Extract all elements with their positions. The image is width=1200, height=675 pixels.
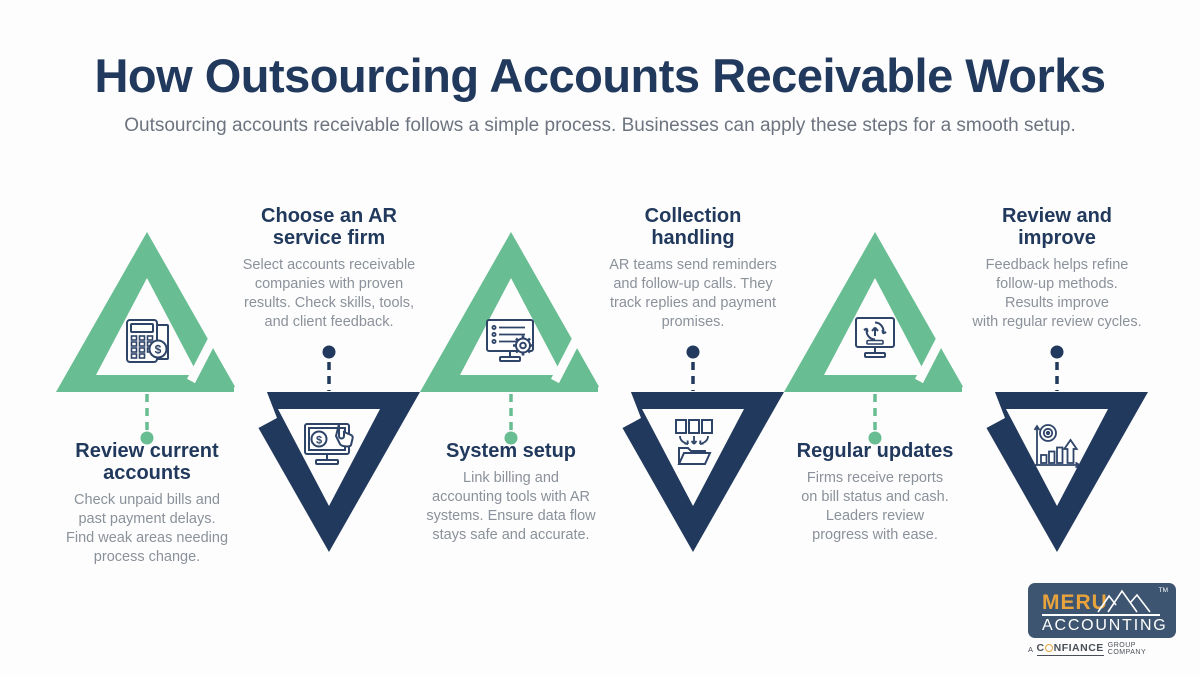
tagline-confiance: C NFIANCE: [1036, 642, 1104, 656]
logo-tagline: A C NFIANCE GROUP COMPANY: [1028, 642, 1176, 656]
step3-description: Link billing and accounting tools with A…: [426, 470, 596, 543]
tagline-rest: NFIANCE: [1053, 642, 1104, 654]
meru-accounting-logo: MERU TM ACCOUNTING: [1028, 583, 1176, 638]
step1-text: Review current accounts Check unpaid bil…: [40, 440, 254, 567]
logo-brand-line2: ACCOUNTING: [1042, 617, 1168, 634]
logo-brand-name: MERU: [1042, 591, 1108, 614]
tagline-prefix: A: [1028, 644, 1034, 654]
step2-description: Select accounts receivable companies wit…: [242, 257, 416, 330]
step1-triangle-up: [56, 232, 238, 392]
svg-text:$: $: [316, 435, 322, 447]
step4-connector: [686, 345, 700, 391]
monitor-checklist-gear-icon: [486, 319, 534, 362]
step2-text: Choose an AR service firm Select account…: [222, 205, 436, 332]
step1-title: Review current accounts: [75, 440, 219, 484]
page-subtitle: Outsourcing accounts receivable follows …: [124, 115, 1076, 136]
step3-title: System setup: [445, 440, 577, 462]
step6-description: Feedback helps refine follow-up methods.…: [972, 257, 1142, 330]
growth-chart-arrow-icon: [1033, 424, 1081, 469]
tagline-suffix: GROUP COMPANY: [1107, 642, 1147, 656]
step4-triangle-down: [598, 387, 784, 552]
step4-description: AR teams send reminders and follow-up ca…: [609, 257, 777, 330]
step5-title: Regular updates: [796, 440, 954, 462]
step6-text: Review and improve Feedback helps refine…: [950, 205, 1164, 332]
step3-text: System setup Link billing and accounting…: [404, 440, 618, 545]
step5-triangle-up: [784, 232, 966, 392]
step3-triangle-up: [420, 232, 602, 392]
step4-text: Collection handling AR teams send remind…: [586, 205, 800, 332]
step5-text: Regular updates Firms receive reports on…: [768, 440, 982, 545]
step6-connector: [1050, 345, 1064, 391]
step2-triangle-down: [234, 387, 420, 552]
step1-connector: [140, 394, 154, 445]
step2-connector: [322, 345, 336, 391]
step6-title: Review and improve: [1001, 205, 1113, 249]
step5-connector: [868, 394, 882, 445]
calculator-invoice-icon: $: [126, 319, 169, 363]
confiance-o-mark-icon: [1045, 644, 1054, 652]
monitor-sync-update-icon: [855, 317, 895, 358]
page-title: How Outsourcing Accounts Receivable Work…: [94, 49, 1106, 102]
mountain-peaks-icon: [1097, 589, 1151, 613]
step3-connector: [504, 394, 518, 445]
monitor-payment-click-icon: $: [304, 423, 354, 465]
trademark-symbol: TM: [1158, 587, 1168, 594]
step2-title: Choose an AR service firm: [261, 205, 397, 249]
step6-triangle-down: [962, 387, 1148, 552]
documents-into-folder-icon: [675, 419, 713, 465]
logo-divider: [1042, 614, 1160, 616]
step4-title: Collection handling: [644, 205, 742, 249]
svg-text:$: $: [155, 343, 162, 357]
step5-description: Firms receive reports on bill status and…: [801, 470, 949, 543]
step1-description: Check unpaid bills and past payment dela…: [65, 492, 229, 565]
tagline-c: C: [1036, 642, 1045, 654]
